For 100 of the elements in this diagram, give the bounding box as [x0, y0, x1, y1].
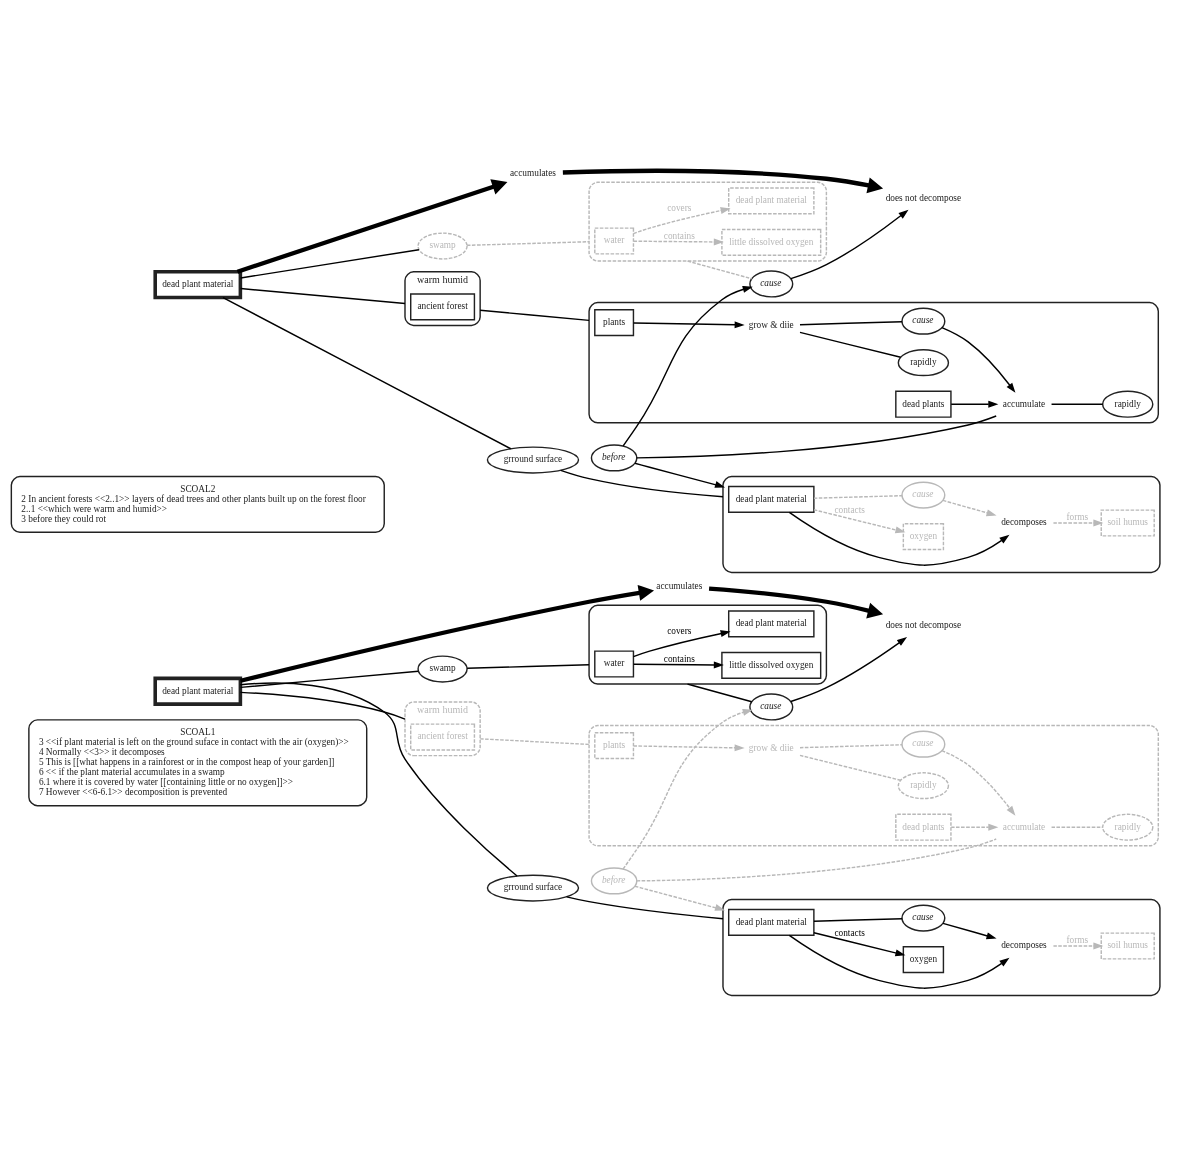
node-box: dead plants	[895, 813, 952, 841]
node-box: oxygen	[902, 523, 945, 551]
cluster	[588, 181, 828, 262]
node-ellipse: cause	[901, 481, 946, 509]
connector	[466, 241, 590, 247]
node-ellipse: rapidly	[1101, 813, 1154, 841]
arrow	[634, 462, 726, 488]
arrow	[790, 637, 908, 703]
node-box: SCOAL1 3 <<if plant material is left on the ground suface in contact with the air (oxygen)>> 4 Normally <<3>> it decomposes 5 This is [[what happens in a rainforest or in the compost heap of your garden]] 6 << if the plant material accumulates in a swamp 6.1 where it is covered by water [[containing little or no oxygen]]>> 7 However <<6-6.1>> decomposition is prevented	[28, 719, 368, 807]
arrow	[941, 749, 1016, 816]
edge-label: contacts	[834, 927, 865, 938]
arrow	[622, 286, 753, 447]
node-ellipse: before	[590, 444, 638, 472]
cluster	[588, 301, 1160, 424]
connector	[466, 664, 590, 670]
node-ellipse: rapidly	[897, 349, 950, 377]
node-box: little dissolved oxygen	[721, 651, 822, 680]
node-box: dead plant material	[728, 187, 815, 215]
node-text: grow & diie	[748, 742, 794, 753]
connector	[239, 248, 420, 279]
arrow	[236, 179, 508, 274]
connector	[799, 321, 903, 326]
node-ellipse: cause	[749, 270, 794, 298]
node-ellipse: cause	[901, 307, 946, 335]
arrow	[632, 321, 745, 329]
arrow	[632, 207, 731, 235]
connector	[636, 838, 997, 882]
arrow	[813, 932, 906, 957]
cluster	[722, 475, 1161, 574]
node-box: dead plant material	[153, 270, 243, 300]
arrow	[942, 922, 997, 940]
connector	[239, 670, 419, 689]
edge-label: contains	[663, 231, 695, 242]
node-box: dead plant material	[728, 485, 815, 513]
connector	[636, 415, 997, 459]
connector	[239, 682, 518, 877]
node-ellipse: swamp	[417, 655, 468, 683]
connector	[479, 309, 590, 322]
arrow	[562, 168, 884, 194]
node-box: dead plants	[895, 390, 952, 418]
arrow	[240, 584, 655, 683]
arrow	[788, 511, 1010, 566]
cluster	[722, 898, 1161, 997]
node-text: accumulates	[656, 581, 703, 592]
arrow	[788, 934, 1010, 989]
node-ellipse: before	[590, 867, 638, 895]
connector	[1050, 403, 1104, 405]
edge-label: forms	[1066, 935, 1089, 946]
arrow	[632, 744, 745, 752]
connector	[799, 744, 903, 749]
connector	[799, 331, 902, 358]
connector	[799, 754, 902, 781]
arrow	[632, 238, 724, 246]
edge-label: contains	[663, 654, 695, 665]
node-box: dead plant material	[153, 676, 243, 706]
edge-label: covers	[667, 203, 692, 214]
node-ellipse: swamp	[417, 232, 468, 260]
node-ellipse: rapidly	[1101, 390, 1154, 418]
connector	[239, 287, 406, 305]
node-text: decomposes	[1001, 940, 1047, 951]
arrow	[941, 326, 1016, 393]
arrow	[622, 709, 753, 870]
arrow	[790, 209, 909, 280]
connector	[559, 469, 724, 498]
arrow	[1052, 942, 1104, 950]
edge-label: covers	[667, 626, 692, 637]
node-text: grow & diie	[748, 319, 794, 330]
node-ellipse: cause	[749, 693, 794, 721]
node-box: little dissolved oxygen	[721, 228, 822, 257]
node-box: dead plant material	[728, 610, 815, 638]
node-text: accumulates	[509, 168, 556, 179]
arrow	[632, 630, 731, 658]
connector	[813, 918, 903, 922]
node-box: plants	[594, 732, 635, 760]
arrow	[1052, 519, 1104, 527]
node-box: soil humus	[1100, 932, 1155, 960]
edge-label: contacts	[834, 504, 865, 515]
arrow	[813, 509, 906, 534]
node-box: ancient forest	[410, 293, 476, 321]
node-box: soil humus	[1100, 509, 1155, 537]
node-text: does not decompose	[885, 192, 962, 203]
node-text: accumulate	[1002, 821, 1046, 832]
edge-label: forms	[1066, 512, 1089, 523]
connector	[1050, 826, 1104, 828]
arrow	[950, 400, 999, 408]
connector	[479, 738, 590, 746]
arrow	[634, 885, 726, 911]
cluster	[588, 724, 1160, 847]
connector	[813, 495, 903, 499]
node-ellipse: grround surface	[486, 446, 580, 474]
node-box: dead plant material	[728, 908, 815, 936]
connector	[686, 260, 753, 280]
arrow	[632, 661, 724, 669]
node-ellipse: rapidly	[897, 772, 950, 800]
arrow	[942, 499, 997, 517]
node-box: water	[594, 650, 635, 678]
node-box: oxygen	[902, 946, 945, 974]
node-ellipse: cause	[901, 904, 946, 932]
node-box: water	[594, 227, 635, 255]
connector	[565, 896, 724, 920]
